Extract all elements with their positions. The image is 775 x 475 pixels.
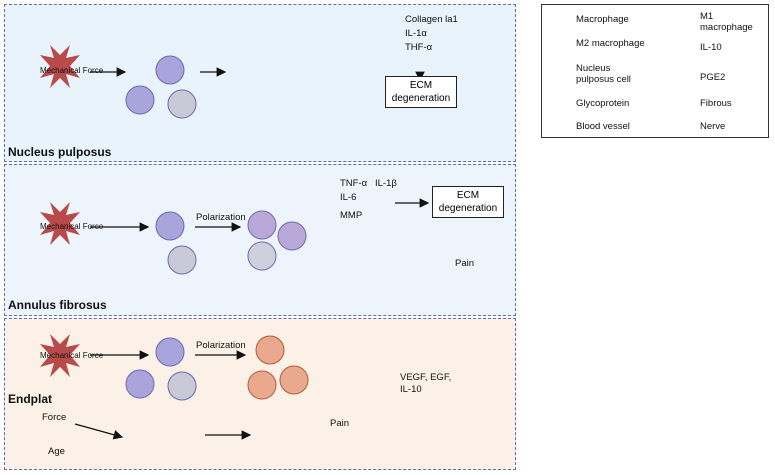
- age-input-label: Age: [48, 446, 65, 457]
- annulus-marker: IL-1β: [375, 178, 397, 189]
- endplate-title: Endplat: [8, 392, 52, 406]
- nucleus-marker: Collagen la1: [405, 14, 458, 25]
- legend-label: Nucleus pulposus cell: [576, 63, 631, 85]
- pain-label: Pain: [455, 258, 475, 269]
- force-label: Mechanical Force: [40, 66, 104, 75]
- legend-label: M1 macrophage: [700, 11, 753, 33]
- pain-label: Pain: [330, 418, 350, 429]
- legend-label: PGE2: [700, 72, 726, 83]
- annulus-panel: [4, 164, 516, 316]
- legend-label: M2 macrophage: [576, 38, 645, 49]
- force-label: Mechanical Force: [40, 351, 104, 360]
- legend-label: Nerve: [700, 121, 726, 132]
- endplate-factor: IL-10: [400, 384, 422, 395]
- mechanical-force-icon: [40, 334, 80, 377]
- endplate-factor: VEGF, EGF,: [400, 372, 452, 383]
- nucleus-title: Nucleus pulposus: [8, 145, 112, 159]
- legend-label: Blood vessel: [576, 121, 630, 132]
- nucleus-marker: IL-1α: [405, 28, 427, 39]
- nucleus-marker: THF-α: [405, 42, 433, 53]
- force-label: Mechanical Force: [40, 222, 104, 231]
- legend-label: Glycoprotein: [576, 98, 630, 109]
- mechanical-force-icon: [40, 202, 80, 245]
- force-input-label: Force: [42, 412, 67, 423]
- mechanical-force-icon: [40, 45, 80, 88]
- polarization-label: Polarization: [196, 212, 246, 223]
- m1-macrophage-icon: [247, 210, 307, 271]
- m2-macrophage-icon: [247, 335, 309, 400]
- legend-label: Macrophage: [576, 14, 629, 25]
- macrophage-icon: [125, 55, 197, 401]
- polarization-label: Polarization: [196, 340, 246, 351]
- annulus-marker: TNF-α: [340, 178, 368, 189]
- annulus-title: Annulus fibrosus: [8, 298, 107, 312]
- legend-label: Fibrous: [700, 98, 732, 109]
- legend: Macrophage M1 macrophage M2 macrophage I…: [541, 4, 769, 138]
- annulus-marker: IL-6: [340, 192, 357, 203]
- annulus-marker: MMP: [340, 210, 363, 221]
- legend-label: IL-10: [700, 42, 722, 53]
